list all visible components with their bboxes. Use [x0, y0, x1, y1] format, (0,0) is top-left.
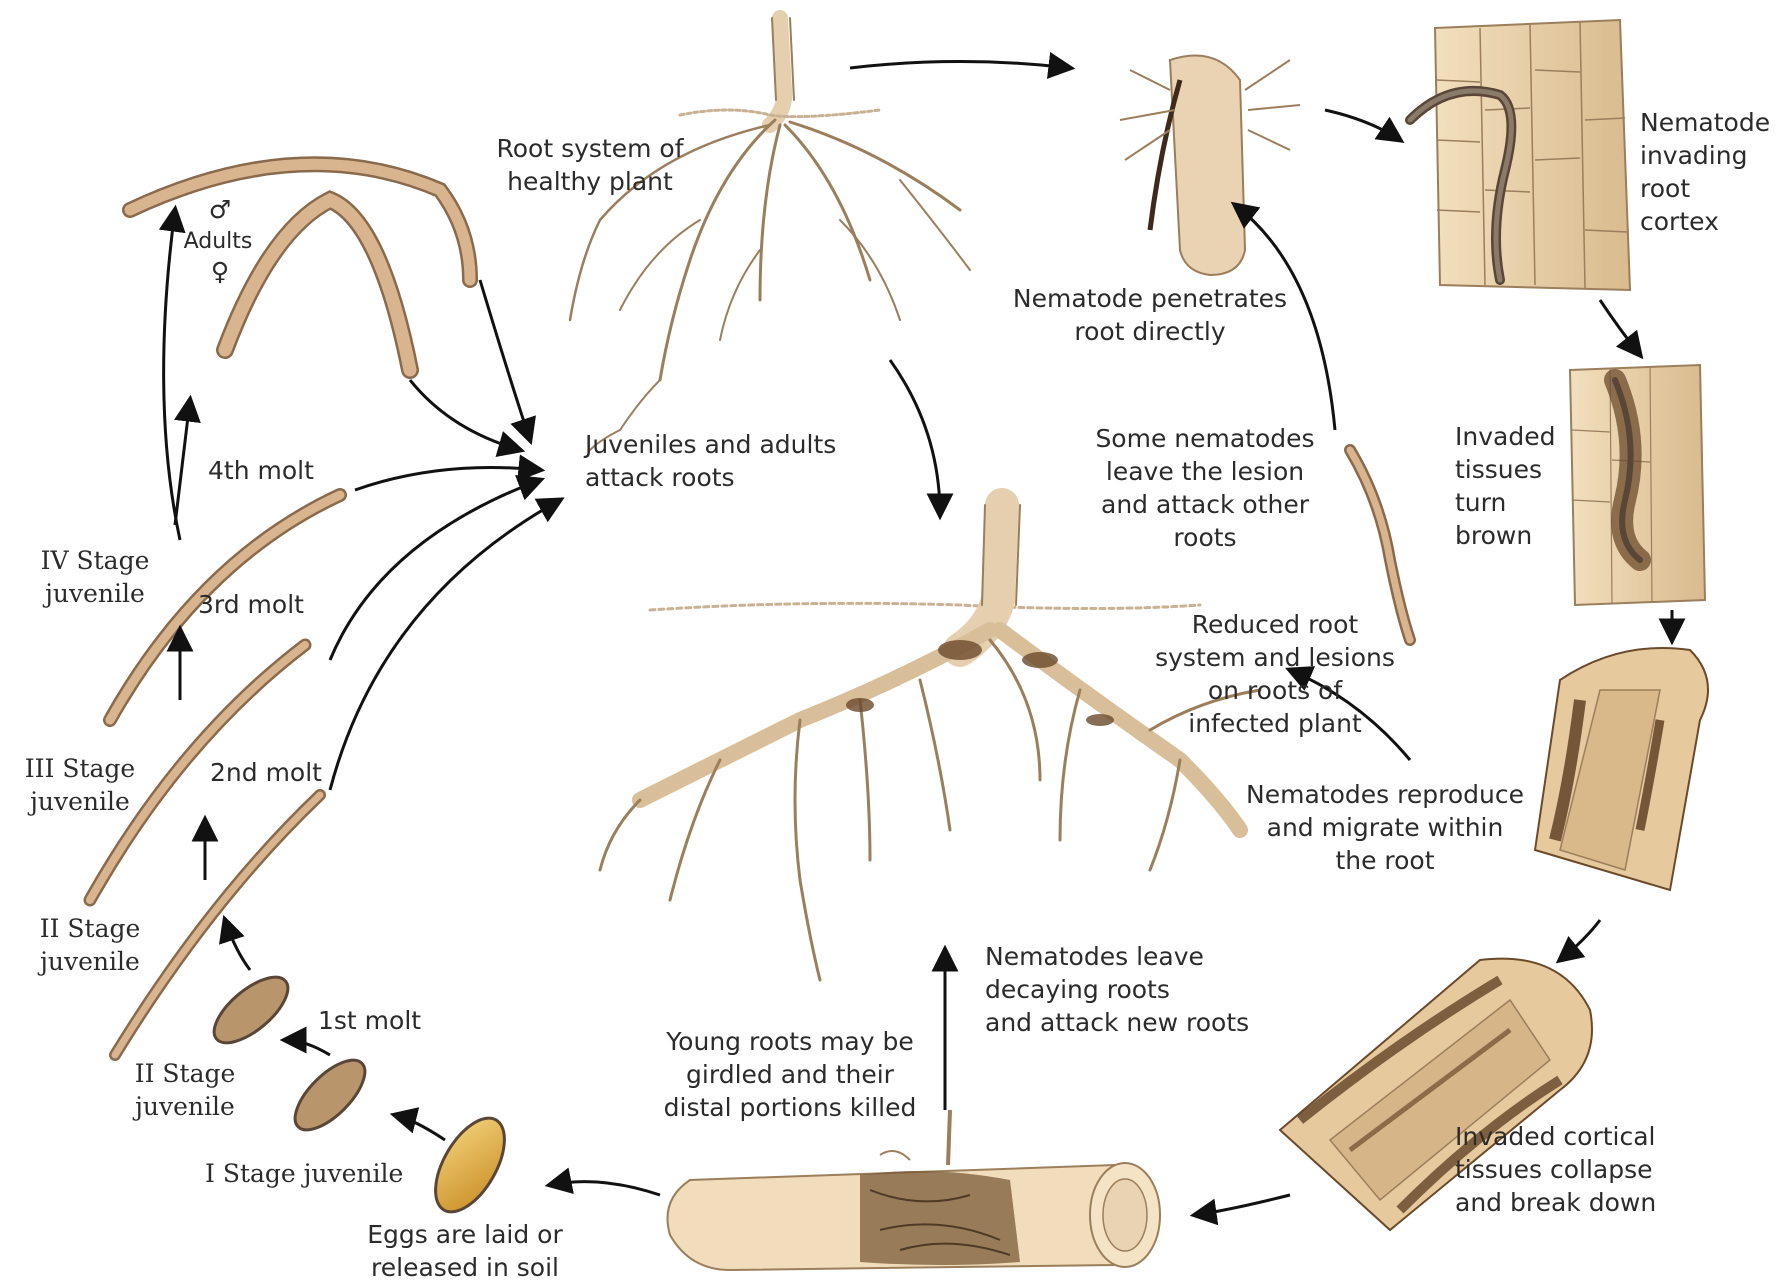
label-collapse-line2: tissues collapse: [1455, 1153, 1715, 1186]
label-molt-3-line1: 3rd molt: [198, 588, 338, 621]
label-stage-2b: II Stage juvenile: [25, 912, 155, 978]
label-stage-2b-line1: II Stage: [25, 912, 155, 945]
label-stage-2a-line2: juvenile: [120, 1090, 250, 1123]
label-molt-1-line1: 1st molt: [318, 1004, 438, 1037]
label-brown-line1: Invaded: [1455, 420, 1565, 453]
label-molt-3: 3rd molt: [198, 588, 338, 621]
infected-root-system: [600, 505, 1260, 980]
label-leave-decaying-line2: decaying roots: [985, 973, 1285, 1006]
label-leave-lesion-line4: roots: [1075, 521, 1335, 554]
girdled-root: [668, 1110, 1161, 1270]
label-eggs-line2: released in soil: [355, 1251, 575, 1284]
label-penetrates-line1: Nematode penetrates: [1000, 282, 1300, 315]
label-penetrates: Nematode penetrates root directly: [1000, 282, 1300, 348]
egg-stage-1: [284, 1049, 376, 1141]
label-attack-line1: Juveniles and adults: [585, 428, 875, 461]
label-adults-line1: Adults: [168, 225, 268, 258]
label-stage-1-line1: I Stage juvenile: [205, 1157, 425, 1190]
label-stage-3: III Stage juvenile: [15, 752, 145, 818]
label-attack: Juveniles and adults attack roots: [585, 428, 875, 494]
label-penetrates-line2: root directly: [1000, 315, 1300, 348]
label-reproduce-line3: the root: [1240, 844, 1530, 877]
label-reduced-line2: system and lesions: [1140, 641, 1410, 674]
label-eggs-line1: Eggs are laid or: [355, 1218, 575, 1251]
label-molt-2: 2nd molt: [210, 756, 350, 789]
label-molt-4: 4th molt: [208, 454, 348, 487]
label-leave-lesion-line2: leave the lesion: [1075, 455, 1335, 488]
label-stage-3-line2: juvenile: [15, 785, 145, 818]
label-invading-line2: invading: [1640, 139, 1775, 172]
label-reproduce-line1: Nematodes reproduce: [1240, 778, 1530, 811]
label-stage-4-line1: IV Stage: [30, 544, 160, 577]
label-stage-3-line1: III Stage: [15, 752, 145, 785]
label-healthy-root-line1: Root system of: [480, 132, 700, 165]
label-reduced-line1: Reduced root: [1140, 608, 1410, 641]
label-eggs: Eggs are laid or released in soil: [355, 1218, 575, 1284]
label-reduced: Reduced root system and lesions on roots…: [1140, 608, 1410, 740]
label-stage-2a: II Stage juvenile: [120, 1057, 250, 1123]
label-brown-line2: tissues: [1455, 453, 1565, 486]
egg-new: [421, 1107, 518, 1223]
label-invading-line4: cortex: [1640, 205, 1775, 238]
label-brown-line3: turn: [1455, 486, 1565, 519]
label-girdled-line1: Young roots may be: [655, 1025, 925, 1058]
label-molt-4-line1: 4th molt: [208, 454, 348, 487]
label-invading-line1: Nematode: [1640, 106, 1775, 139]
label-collapse: Invaded cortical tissues collapse and br…: [1455, 1120, 1715, 1219]
label-molt-1: 1st molt: [318, 1004, 438, 1037]
label-reduced-line4: infected plant: [1140, 707, 1410, 740]
label-leave-lesion: Some nematodes leave the lesion and atta…: [1075, 422, 1335, 554]
label-brown-line4: brown: [1455, 519, 1565, 552]
label-leave-decaying-line3: and attack new roots: [985, 1006, 1285, 1039]
label-reduced-line3: on roots of: [1140, 674, 1410, 707]
label-invading: Nematode invading root cortex: [1640, 106, 1775, 238]
label-leave-lesion-line1: Some nematodes: [1075, 422, 1335, 455]
healthy-root-system: [570, 18, 970, 450]
label-girdled: Young roots may be girdled and their dis…: [655, 1025, 925, 1124]
label-healthy-root-line2: healthy plant: [480, 165, 700, 198]
root-cortex-tissue: [1410, 20, 1630, 290]
root-section-reproduce: [1535, 648, 1708, 890]
browned-tissue: [1570, 365, 1705, 605]
label-stage-4: IV Stage juvenile: [30, 544, 160, 610]
label-girdled-line3: distal portions killed: [655, 1091, 925, 1124]
label-healthy-root: Root system of healthy plant: [480, 132, 700, 198]
label-leave-decaying: Nematodes leave decaying roots and attac…: [985, 940, 1285, 1039]
label-collapse-line1: Invaded cortical: [1455, 1120, 1715, 1153]
label-collapse-line3: and break down: [1455, 1186, 1715, 1219]
label-stage-4-line2: juvenile: [30, 577, 160, 610]
label-stage-2b-line2: juvenile: [25, 945, 155, 978]
male-symbol: ♂: [205, 193, 235, 226]
label-attack-line2: attack roots: [585, 461, 875, 494]
label-stage-1: I Stage juvenile: [205, 1157, 425, 1190]
label-reproduce-line2: and migrate within: [1240, 811, 1530, 844]
label-invading-line3: root: [1640, 172, 1775, 205]
female-symbol: ♀: [205, 255, 235, 288]
label-adults: Adults: [168, 225, 268, 258]
label-brown: Invaded tissues turn brown: [1455, 420, 1565, 552]
label-leave-lesion-line3: and attack other: [1075, 488, 1335, 521]
label-molt-2-line1: 2nd molt: [210, 756, 350, 789]
label-girdled-line2: girdled and their: [655, 1058, 925, 1091]
label-leave-decaying-line1: Nematodes leave: [985, 940, 1285, 973]
label-reproduce: Nematodes reproduce and migrate within t…: [1240, 778, 1530, 877]
label-stage-2a-line1: II Stage: [120, 1057, 250, 1090]
egg-stage-2: [204, 966, 299, 1054]
